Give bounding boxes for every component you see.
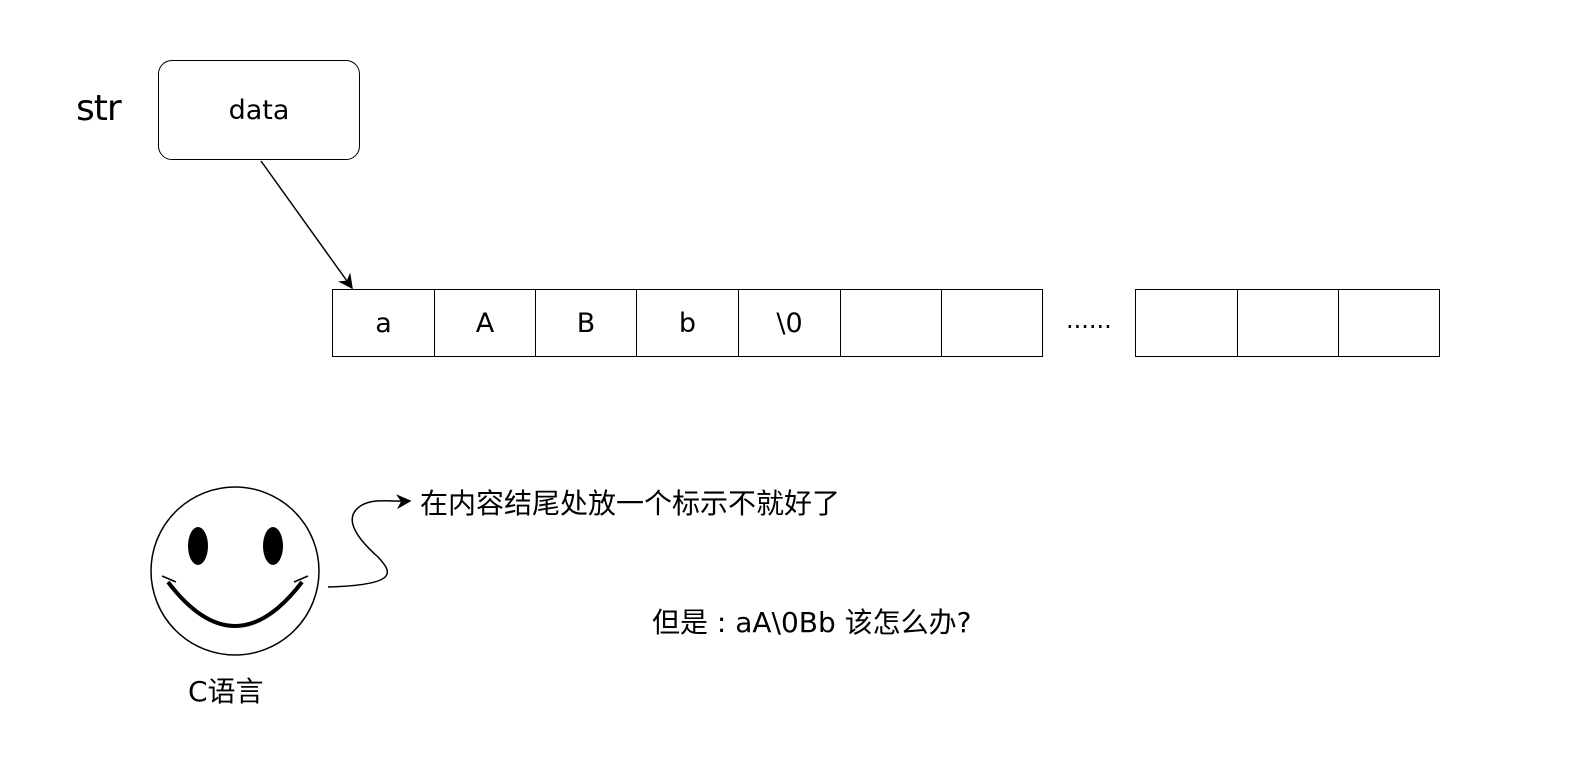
- smiley-face-icon: [150, 486, 320, 656]
- memory-cell-9: [1237, 289, 1339, 357]
- memory-cell-1: a: [332, 289, 435, 357]
- speech-arrow: [327, 494, 412, 588]
- question-text: 但是 : aA\0Bb 该怎么办?: [652, 606, 972, 639]
- memory-cell-8: [1135, 289, 1238, 357]
- memory-cell-10: [1338, 289, 1440, 357]
- memory-cell-7: [941, 289, 1043, 357]
- memory-cell-3: B: [535, 289, 637, 357]
- memory-cell-6: [840, 289, 942, 357]
- variable-label-str: str: [76, 88, 122, 129]
- pointer-arrow: [260, 160, 353, 290]
- actor-label: C语言: [188, 675, 264, 708]
- ellipsis-text: ......: [1066, 306, 1112, 334]
- memory-cell-4: b: [636, 289, 739, 357]
- speech-text: 在内容结尾处放一个标示不就好了: [420, 487, 841, 520]
- memory-cell-2: A: [434, 289, 536, 357]
- data-pointer-box: data: [158, 60, 360, 160]
- memory-cell-5: \0: [738, 289, 841, 357]
